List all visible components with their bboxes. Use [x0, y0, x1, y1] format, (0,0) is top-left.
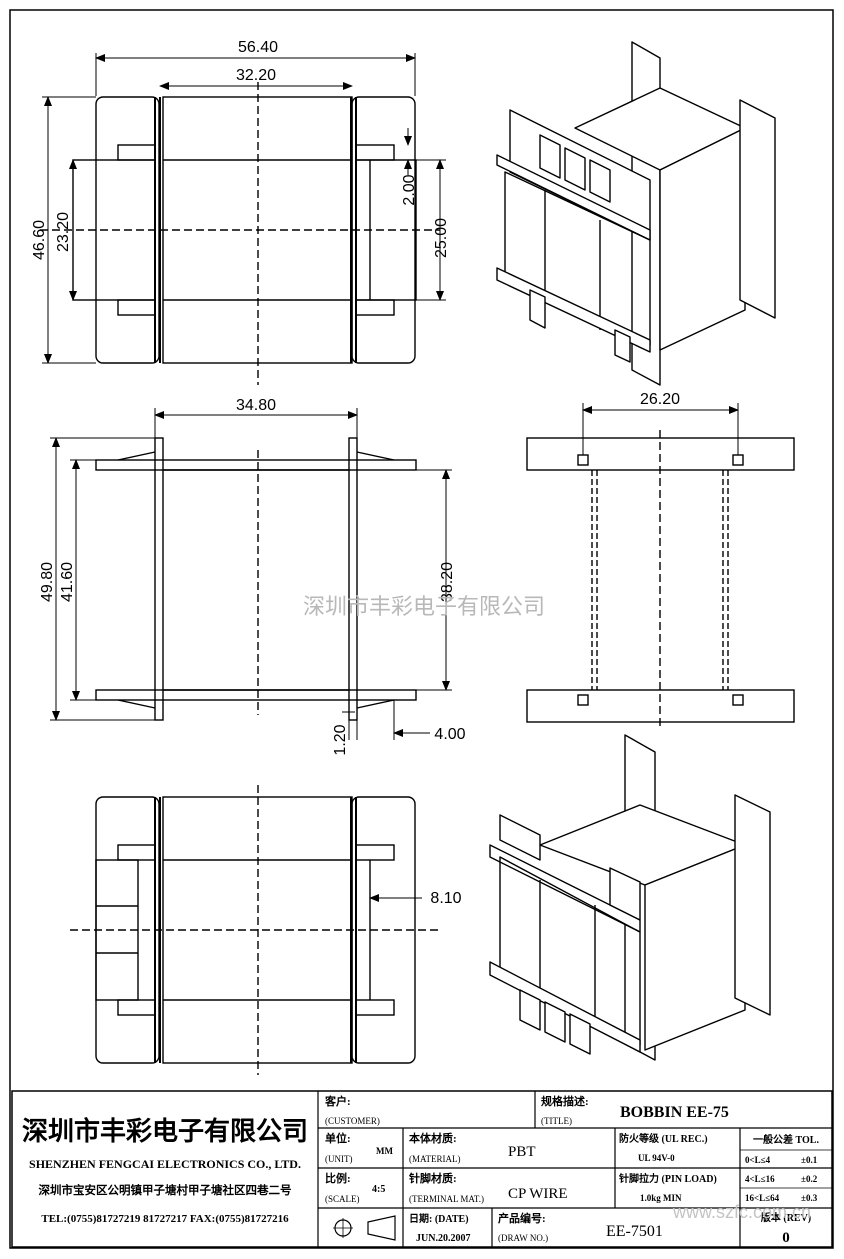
- material-label: 本体材质:: [409, 1131, 457, 1145]
- terminal-value: CP WIRE: [508, 1186, 568, 1202]
- draw-label: 产品编号:: [498, 1211, 546, 1225]
- dim-top-overall-width: 56.40: [238, 39, 278, 56]
- dim-top-overall-height: 46.60: [31, 220, 48, 260]
- dim-side-width: 26.20: [640, 391, 680, 408]
- front-view: [50, 408, 452, 740]
- tol-row3-range: 16<L≤64: [745, 1193, 780, 1203]
- material-label-en: (MATERIAL): [409, 1154, 461, 1164]
- tol-row1-range: 0<L≤4: [745, 1155, 771, 1165]
- draw-label-en: (DRAW NO.): [498, 1233, 548, 1243]
- rev-label: 版本 (REV): [761, 1211, 811, 1224]
- terminal-label-en: (TERMINAL MAT.): [409, 1194, 484, 1204]
- top-view: [40, 53, 446, 385]
- title-block: [11, 1090, 833, 1248]
- dim-front-overall-height: 49.80: [39, 562, 56, 602]
- company-name-en: SHENZHEN FENGCAI ELECTRONICS CO., LTD.: [29, 1157, 301, 1171]
- unit-label-en: (UNIT): [325, 1154, 353, 1164]
- dim-top-window-height: 25.00: [433, 218, 450, 258]
- terminal-label: 针脚材质:: [409, 1171, 457, 1185]
- date-label: 日期: (DATE): [409, 1212, 469, 1225]
- pin-load-value: 1.0kg MIN: [640, 1193, 682, 1203]
- scale-label-en: (SCALE): [325, 1194, 360, 1204]
- ul-label: 防火等级 (UL REC.): [619, 1132, 708, 1145]
- customer-label-en: (CUSTOMER): [325, 1116, 380, 1126]
- title-value: BOBBIN EE-75: [620, 1104, 729, 1121]
- material-value: PBT: [508, 1144, 536, 1160]
- dim-front-width: 34.80: [236, 397, 276, 414]
- company-address: 深圳市宝安区公明镇甲子塘村甲子塘社区四巷二号: [39, 1183, 292, 1197]
- title-label: 规格描述:: [541, 1094, 589, 1108]
- unit-value: MM: [376, 1146, 393, 1156]
- dim-front-inner-height: 41.60: [59, 562, 76, 602]
- company-name-cn: 深圳市丰彩电子有限公司: [22, 1116, 308, 1146]
- pin-load-label: 针脚拉力 (PIN LOAD): [619, 1172, 717, 1185]
- tol-row2-value: ±0.2: [801, 1174, 818, 1184]
- date-value: JUN.20.2007: [416, 1233, 470, 1244]
- dim-top-slot: 2.00: [401, 174, 418, 205]
- watermark-url: www.szfc.com.cn: [672, 1202, 811, 1222]
- bottom-view: [70, 785, 440, 1075]
- rev-value: 0: [782, 1230, 790, 1246]
- scale-value: 4:5: [372, 1184, 385, 1195]
- tol-row3-value: ±0.3: [801, 1193, 818, 1203]
- dim-top-inner-width: 32.20: [236, 67, 276, 84]
- tol-row2-range: 4<L≤16: [745, 1174, 775, 1184]
- title-label-en: (TITLE): [541, 1116, 572, 1126]
- isometric-view-top: [496, 41, 776, 386]
- ul-value: UL 94V-0: [638, 1153, 675, 1163]
- sheet-border: [9, 9, 834, 1249]
- tol-label: 一般公差 TOL.: [753, 1133, 819, 1146]
- customer-label: 客户:: [324, 1094, 351, 1108]
- draw-value: EE-7501: [606, 1223, 663, 1240]
- unit-label: 单位:: [325, 1131, 351, 1145]
- dim-front-window-height: 38.20: [439, 562, 456, 602]
- isometric-view-bottom: [489, 734, 771, 1061]
- side-view: [526, 403, 795, 730]
- dim-bottom-offset: 8.10: [430, 890, 461, 907]
- scale-label: 比例:: [325, 1171, 351, 1185]
- dim-pin-thickness: 1.20: [332, 724, 349, 755]
- company-tel-fax: TEL:(0755)81727219 81727217 FAX:(0755)81…: [41, 1213, 289, 1225]
- dim-pin-length: 4.00: [434, 726, 465, 743]
- watermark-company: 深圳市丰彩电子有限公司: [303, 594, 545, 619]
- tol-row1-value: ±0.1: [801, 1155, 818, 1165]
- dim-top-inner-height: 23.20: [55, 212, 72, 252]
